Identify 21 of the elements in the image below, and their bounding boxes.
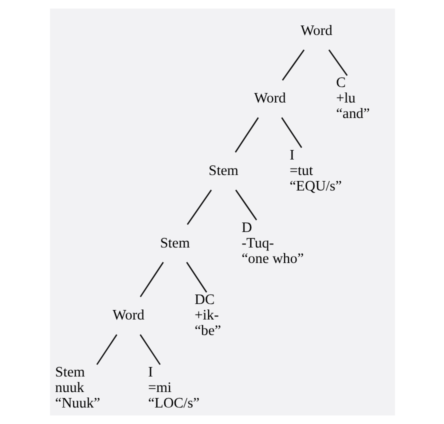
- connector: [139, 262, 164, 298]
- node-text: I =mi “LOC/s”: [148, 364, 200, 412]
- connector: [234, 117, 258, 153]
- node-text: Word: [300, 23, 332, 40]
- connector: [96, 334, 117, 365]
- node-text: Word: [112, 308, 144, 324]
- connector: [234, 190, 257, 220]
- node-text: Stem: [208, 163, 238, 180]
- node-text: Word: [254, 90, 286, 107]
- node-text: Stem nuuk “Nuuk”: [54, 364, 100, 412]
- connector: [186, 190, 212, 225]
- connector: [139, 334, 160, 365]
- node-text: C +lu “and”: [336, 75, 370, 122]
- node-text: D -Tuq- “one who”: [241, 220, 304, 267]
- node-text: DC +ik- “be”: [194, 292, 221, 340]
- connector: [281, 49, 304, 81]
- connector: [280, 117, 302, 148]
- node-text: Stem: [160, 235, 190, 252]
- connector: [328, 49, 348, 76]
- connector: [186, 262, 207, 293]
- node-text: I =tut “EQU/s”: [289, 148, 342, 195]
